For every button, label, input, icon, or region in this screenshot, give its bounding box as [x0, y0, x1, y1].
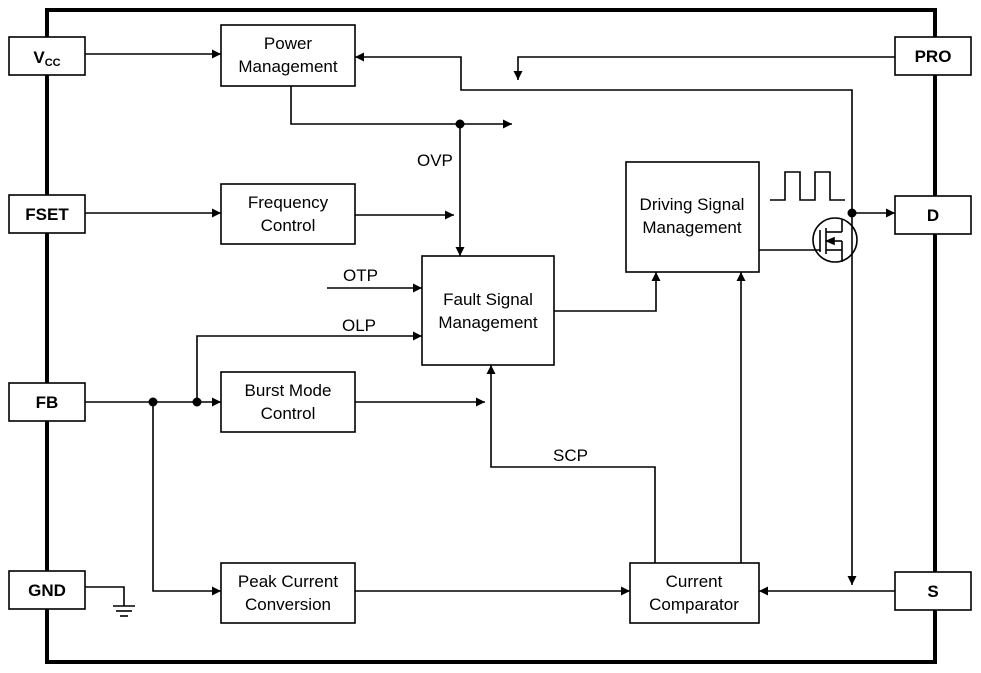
block-driving-signal-management: Driving Signal Management: [625, 161, 760, 273]
frequency-control-line1: Frequency: [248, 193, 329, 212]
chip-outline: [45, 8, 937, 664]
current-comparator-line1: Current: [666, 572, 723, 591]
power-management-line2: Management: [238, 57, 338, 76]
svg-text:VCC: VCC: [33, 48, 60, 69]
pin-fb: FB: [8, 382, 86, 422]
pin-s: S: [894, 571, 972, 611]
pin-fset-label: FSET: [25, 205, 69, 224]
block-burst-mode-control: Burst Mode Control: [220, 371, 356, 433]
pin-d-label: D: [927, 206, 939, 225]
block-peak-current-conversion: Peak Current Conversion: [220, 562, 356, 624]
junction-ovp: [455, 119, 465, 129]
pin-gnd: GND: [8, 570, 86, 610]
pwm-waveform-icon: [770, 171, 845, 201]
pin-pro: PRO: [894, 36, 972, 76]
driving-signal-line1: Driving Signal: [640, 195, 745, 214]
block-power-management: Power Management: [220, 24, 356, 87]
pin-fset: FSET: [8, 194, 86, 234]
signal-label-scp: SCP: [553, 446, 588, 465]
pin-d: D: [894, 195, 972, 235]
pin-gnd-label: GND: [28, 581, 66, 600]
pin-pro-label: PRO: [915, 47, 952, 66]
peak-current-line1: Peak Current: [238, 572, 338, 591]
power-management-line1: Power: [264, 34, 313, 53]
block-current-comparator: Current Comparator: [629, 562, 760, 624]
pin-vcc-label: V: [33, 48, 45, 67]
mosfet-icon: [812, 217, 858, 263]
fault-signal-line1: Fault Signal: [443, 290, 533, 309]
pin-fb-label: FB: [36, 393, 59, 412]
signal-label-ovp: OVP: [417, 151, 453, 170]
block-fault-signal-management: Fault Signal Management: [421, 255, 555, 366]
junction-drain: [847, 208, 857, 218]
frequency-control-line2: Control: [261, 216, 316, 235]
wires: [85, 49, 895, 617]
burst-mode-line1: Burst Mode: [245, 381, 332, 400]
peak-current-line2: Conversion: [245, 595, 331, 614]
driving-signal-line2: Management: [642, 218, 742, 237]
burst-mode-line2: Control: [261, 404, 316, 423]
signal-label-olp: OLP: [342, 316, 376, 335]
signal-label-otp: OTP: [343, 266, 378, 285]
pin-vcc: VCC: [8, 36, 86, 76]
block-frequency-control: Frequency Control: [220, 183, 356, 245]
pin-vcc-subscript: CC: [45, 57, 61, 69]
pin-s-label: S: [927, 582, 938, 601]
current-comparator-line2: Comparator: [649, 595, 739, 614]
junction-fb-1: [148, 397, 158, 407]
junctions: [148, 119, 857, 407]
fault-signal-line2: Management: [438, 313, 538, 332]
junction-fb-2: [192, 397, 202, 407]
